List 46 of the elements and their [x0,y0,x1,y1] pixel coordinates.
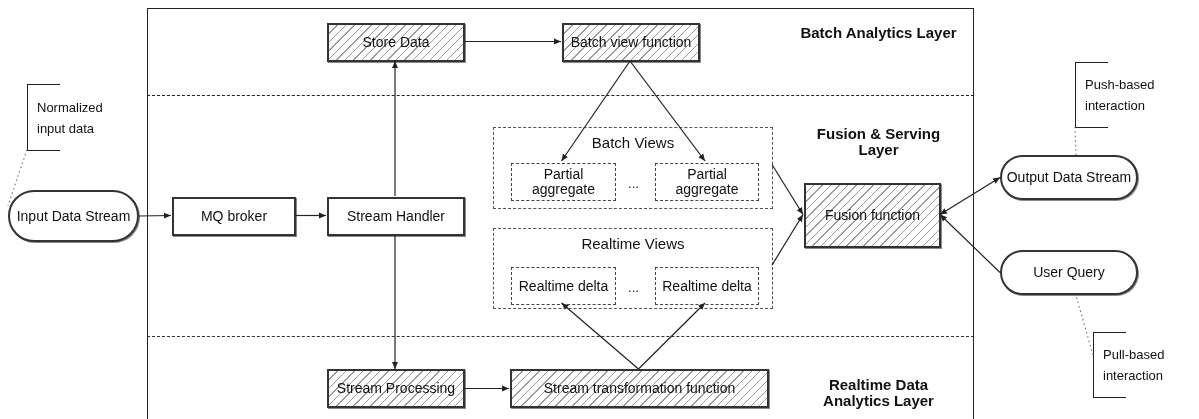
arrow [392,60,398,197]
layer-band [147,337,974,419]
arrow [771,163,804,216]
arrow [560,302,640,370]
layer-heading: Batch Analytics Layer [799,25,958,41]
bracket-note: Push-based interaction [1075,62,1185,128]
arrow [629,60,706,162]
arrow [294,212,327,219]
function-box: Fusion function [804,183,941,248]
layer-heading: Realtime Data Analytics Layer [822,377,935,409]
function-box: Batch view function [562,23,700,62]
ellipsis-text: ... [627,176,640,191]
bracket-note: Normalized input data [27,84,123,151]
group-heading: Batch Views [590,135,676,151]
function-box: Store Data [327,23,465,62]
arrow [392,234,398,370]
process-box: Realtime delta [655,267,759,305]
group-heading: Realtime Views [580,236,686,252]
arrow [771,213,804,266]
arrow [637,302,706,370]
terminal-pill: Input Data Stream [8,190,139,242]
process-box: Realtime delta [511,267,616,305]
terminal-pill: User Query [1000,250,1138,295]
process-box: Stream Handler [327,197,465,236]
leader-line [1074,126,1077,156]
function-box: Stream Processing [327,369,465,408]
layer-band [147,95,974,337]
leader-line [1075,294,1094,356]
function-box: Stream transformation function [510,369,769,408]
layer-band [147,8,974,95]
arrow [939,213,1001,274]
terminal-pill: Output Data Stream [1000,155,1138,200]
process-box: MQ broker [172,197,296,236]
view-group [493,228,773,309]
process-box: Partial aggregate [655,163,759,201]
ellipsis-text: ... [627,280,640,295]
layer-heading: Fusion & Serving Layer [815,126,942,158]
view-group [493,127,773,209]
arrow [560,60,631,162]
bracket-note: Pull-based interaction [1093,332,1197,398]
arrow [463,385,510,392]
arrow [138,212,172,219]
leader-line [7,149,28,207]
process-box: Partial aggregate [511,163,616,201]
arrow [463,38,562,45]
arrow [939,176,1001,216]
